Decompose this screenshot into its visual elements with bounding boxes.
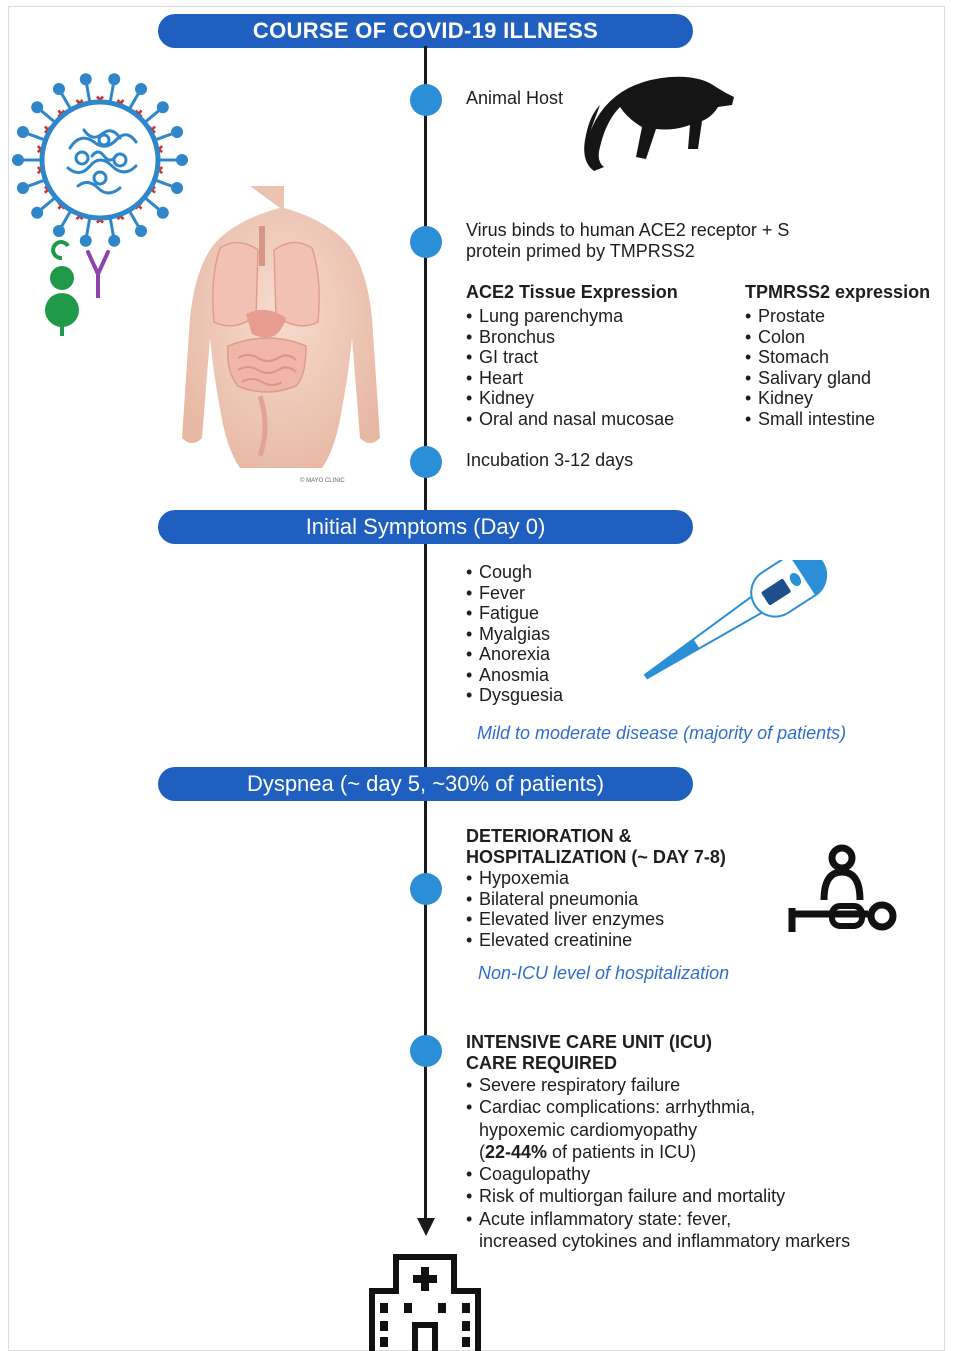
list-item: Dysguesia (466, 685, 563, 706)
list-item: Risk of multiorgan failure and mortality (466, 1185, 850, 1207)
list-item-cardiac: Cardiac complications: arrhythmia, hypox… (466, 1096, 850, 1163)
list-item: Hypoxemia (466, 868, 664, 889)
cardiac-percent: 22-44% (485, 1142, 547, 1162)
timeline-dot-incubation (410, 446, 442, 478)
list-item: Fever (466, 583, 563, 604)
list-item: Acute inflammatory state: fever, increas… (466, 1208, 850, 1253)
icu-list: Severe respiratory failure Cardiac compl… (466, 1074, 850, 1252)
timeline-arrowhead (417, 1218, 435, 1236)
list-item: Colon (745, 327, 875, 348)
list-item: Anorexia (466, 644, 563, 665)
hospitalization-list: Hypoxemia Bilateral pneumonia Elevated l… (466, 868, 664, 950)
pangolin-icon (560, 72, 735, 197)
timeline-dot-animal-host (410, 84, 442, 116)
list-item: Stomach (745, 347, 875, 368)
list-item: Bilateral pneumonia (466, 889, 664, 910)
hospital-icon (366, 1251, 484, 1351)
cardiac-text: Cardiac complications: arrhythmia, hypox… (479, 1097, 755, 1139)
list-item: Salivary gland (745, 368, 875, 389)
ace2-list: Lung parenchyma Bronchus GI tract Heart … (466, 306, 674, 429)
list-item: Cough (466, 562, 563, 583)
list-item: Oral and nasal mucosae (466, 409, 674, 430)
list-item: Bronchus (466, 327, 674, 348)
ace2-heading: ACE2 Tissue Expression (466, 282, 678, 303)
symptom-list: Cough Fever Fatigue Myalgias Anorexia An… (466, 562, 563, 706)
non-icu-note: Non-ICU level of hospitalization (478, 963, 729, 984)
list-item: Lung parenchyma (466, 306, 674, 327)
list-item: Severe respiratory failure (466, 1074, 850, 1096)
list-item: GI tract (466, 347, 674, 368)
mild-disease-note: Mild to moderate disease (majority of pa… (477, 723, 846, 744)
list-item: Elevated creatinine (466, 930, 664, 951)
tmprss2-list: Prostate Colon Stomach Salivary gland Ki… (745, 306, 875, 429)
tmprss2-heading: TPMRSS2 expression (745, 282, 930, 303)
initial-symptoms-banner: Initial Symptoms (Day 0) (158, 510, 693, 544)
image-credit: © MAYO CLINIC (300, 477, 345, 484)
list-item: Coagulopathy (466, 1163, 850, 1185)
dyspnea-banner: Dyspnea (~ day 5, ~30% of patients) (158, 767, 693, 801)
cardiac-tail: of patients in ICU) (547, 1142, 696, 1162)
animal-host-label: Animal Host (466, 88, 563, 109)
list-item: Kidney (745, 388, 875, 409)
list-item: Fatigue (466, 603, 563, 624)
list-item: Kidney (466, 388, 674, 409)
list-item: Heart (466, 368, 674, 389)
binding-description: Virus binds to human ACE2 receptor + S p… (466, 220, 789, 262)
list-item: Elevated liver enzymes (466, 909, 664, 930)
receptor-icon (40, 240, 120, 340)
timeline-dot-icu (410, 1035, 442, 1067)
patient-bed-icon (784, 842, 899, 934)
list-item: Prostate (745, 306, 875, 327)
list-item: Small intestine (745, 409, 875, 430)
timeline-dot-hospitalization (410, 873, 442, 905)
list-item: Anosmia (466, 665, 563, 686)
list-item: Myalgias (466, 624, 563, 645)
timeline-dot-binding (410, 226, 442, 258)
title-banner: COURSE OF COVID-19 ILLNESS (158, 14, 693, 48)
thermometer-icon (620, 560, 840, 685)
hospitalization-heading: DETERIORATION & HOSPITALIZATION (~ DAY 7… (466, 826, 726, 868)
incubation-label: Incubation 3-12 days (466, 450, 633, 471)
human-torso-icon: © MAYO CLINIC (150, 186, 382, 488)
icu-heading: INTENSIVE CARE UNIT (ICU) CARE REQUIRED (466, 1032, 712, 1074)
